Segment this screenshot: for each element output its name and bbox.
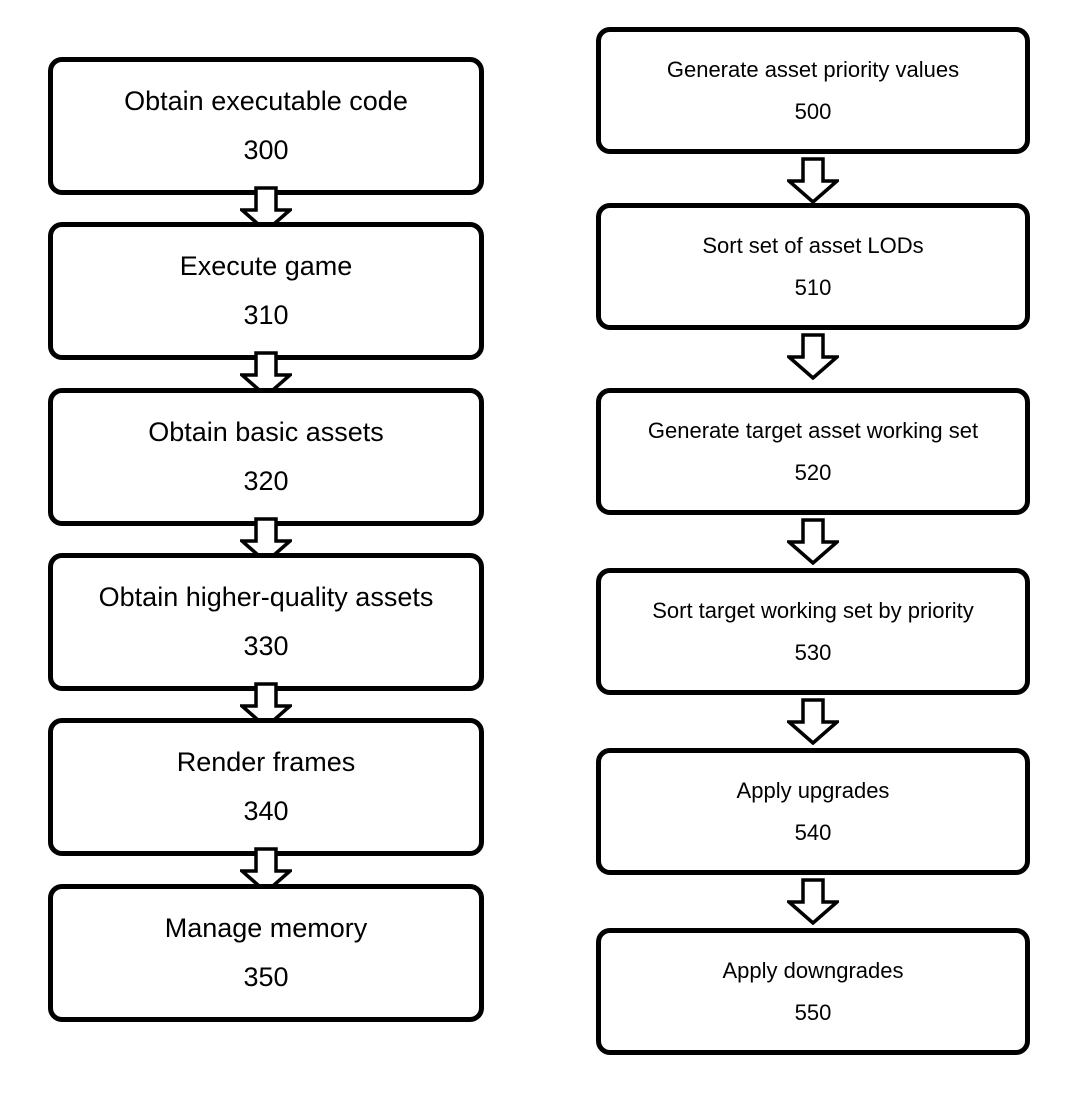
flowchart-node-320[interactable]: Obtain basic assets 320	[48, 388, 484, 526]
flowchart-column-left: Obtain executable code 300 Execute game …	[48, 57, 484, 1022]
node-label: Render frames	[176, 746, 356, 777]
node-label: Manage memory	[164, 912, 368, 943]
flowchart-column-right: Generate asset priority values 500 Sort …	[560, 0, 1080, 1103]
down-block-arrow-icon	[787, 698, 839, 745]
node-label: Sort target working set by priority	[652, 598, 974, 624]
down-block-arrow-icon	[787, 333, 839, 380]
node-reference-number: 340	[243, 796, 289, 826]
node-label: Apply downgrades	[722, 958, 904, 984]
flowchart-node-540[interactable]: Apply upgrades 540	[596, 748, 1030, 875]
flowchart-node-340[interactable]: Render frames 340	[48, 718, 484, 856]
node-reference-number: 350	[243, 962, 289, 992]
node-reference-number: 520	[794, 459, 832, 485]
flowchart-node-510[interactable]: Sort set of asset LODs 510	[596, 203, 1030, 330]
node-reference-number: 310	[243, 300, 289, 330]
node-reference-number: 300	[243, 135, 289, 165]
node-reference-number: 550	[794, 999, 832, 1025]
flowchart-node-500[interactable]: Generate asset priority values 500	[596, 27, 1030, 154]
down-block-arrow-icon	[240, 517, 292, 564]
node-label: Obtain higher-quality assets	[98, 581, 434, 612]
down-block-arrow-icon	[787, 157, 839, 204]
node-reference-number: 320	[243, 466, 289, 496]
down-block-arrow-icon	[787, 518, 839, 565]
down-block-arrow-icon	[787, 878, 839, 925]
down-block-arrow-icon	[240, 186, 292, 233]
node-label: Generate target asset working set	[647, 418, 979, 444]
node-reference-number: 500	[794, 98, 832, 124]
down-block-arrow-icon	[240, 682, 292, 729]
flowchart-node-310[interactable]: Execute game 310	[48, 222, 484, 360]
node-label: Sort set of asset LODs	[702, 233, 924, 259]
node-reference-number: 330	[243, 631, 289, 661]
flowchart-node-300[interactable]: Obtain executable code 300	[48, 57, 484, 195]
node-label: Generate asset priority values	[666, 57, 960, 83]
node-label: Obtain basic assets	[148, 416, 384, 447]
node-reference-number: 510	[794, 274, 832, 300]
flowchart-node-530[interactable]: Sort target working set by priority 530	[596, 568, 1030, 695]
node-reference-number: 530	[794, 639, 832, 665]
node-label: Apply upgrades	[736, 778, 890, 804]
flowchart-node-350[interactable]: Manage memory 350	[48, 884, 484, 1022]
down-block-arrow-icon	[240, 847, 292, 894]
node-label: Execute game	[179, 250, 353, 281]
node-reference-number: 540	[794, 819, 832, 845]
flowchart-node-550[interactable]: Apply downgrades 550	[596, 928, 1030, 1055]
flowchart-node-520[interactable]: Generate target asset working set 520	[596, 388, 1030, 515]
down-block-arrow-icon	[240, 351, 292, 398]
node-label: Obtain executable code	[124, 85, 408, 116]
flowchart-node-330[interactable]: Obtain higher-quality assets 330	[48, 553, 484, 691]
